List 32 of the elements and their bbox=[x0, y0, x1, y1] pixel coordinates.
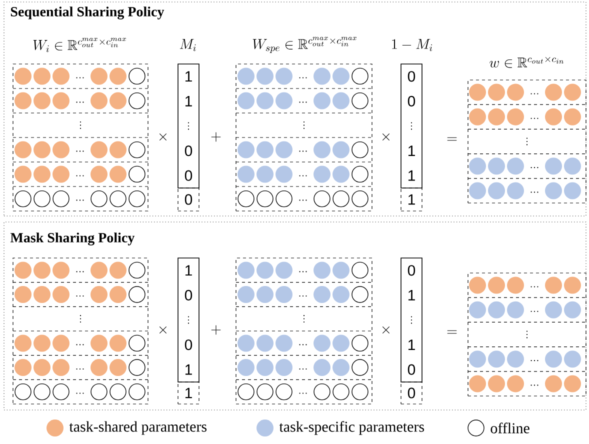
operator-symbol: $\times$ bbox=[160, 134, 166, 140]
mask-vector: 1 0 0 1 bbox=[178, 258, 200, 382]
mask-entry-box: 1 bbox=[178, 382, 200, 404]
parameter-matrix-drawing bbox=[468, 272, 586, 396]
vector-label: $M_i$ bbox=[180, 39, 196, 52]
mask-entry-box: 0 bbox=[400, 382, 422, 404]
matrix-label: $W_{spe} \in \mathbb{R}^{c_{out}^{max}\times c_{in}^{max}}$ bbox=[252, 36, 356, 53]
parameter-matrix-drawing bbox=[236, 64, 372, 212]
legend-label: task-specific parameters bbox=[279, 421, 424, 435]
operator-symbol: $\times$ bbox=[382, 326, 390, 334]
operator-symbol: $+$ bbox=[211, 325, 221, 335]
mask-vector: 0 0 1 1 bbox=[400, 64, 422, 188]
matrix-label: $W_i \in \mathbb{R}^{c_{out}^{max}\times c_{in}^{max}}$ bbox=[33, 38, 126, 52]
panel-heading: Sequential Sharing Policy bbox=[10, 6, 164, 20]
operator-symbol: $=$ bbox=[447, 330, 457, 334]
operator-symbol: $\times$ bbox=[382, 134, 390, 140]
parameter-matrix-drawing bbox=[12, 64, 148, 212]
operator-symbol: $\times$ bbox=[160, 326, 166, 334]
operator-symbol: $+$ bbox=[211, 132, 221, 142]
mask-vector: 1 1 0 0 bbox=[178, 64, 200, 188]
legend-label: task-shared parameters bbox=[69, 421, 207, 435]
parameter-matrix-drawing bbox=[236, 258, 372, 404]
panel-heading: Mask Sharing Policy bbox=[10, 232, 135, 246]
operator-symbol: $=$ bbox=[447, 137, 457, 141]
vector-label: $1 - M_i$ bbox=[392, 39, 432, 52]
mask-entry-box: 1 bbox=[400, 188, 422, 212]
parameter-matrix-drawing bbox=[468, 80, 586, 204]
parameter-matrix-drawing bbox=[12, 258, 148, 404]
matrix-label: $w \in \mathbb{R}^{c_{out}\times c_{in}}$ bbox=[490, 57, 564, 68]
mask-entry-box: 0 bbox=[178, 188, 200, 212]
legend-label: offline bbox=[490, 422, 530, 434]
mask-vector: 0 1 1 0 bbox=[400, 258, 422, 382]
